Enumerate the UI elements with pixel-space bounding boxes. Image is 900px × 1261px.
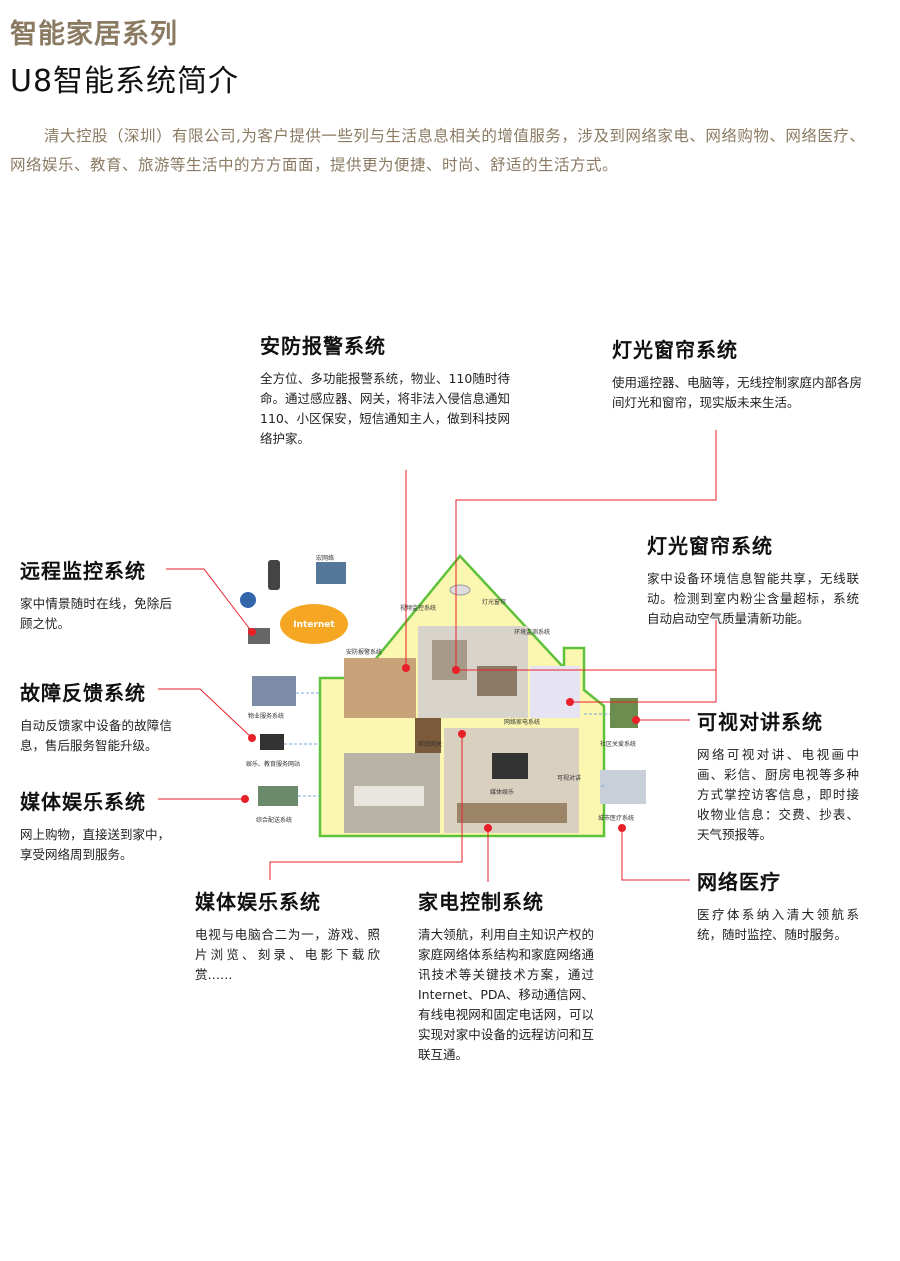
connector-dot [484,824,492,832]
diagram-label-media: 媒体娱乐 [490,788,514,796]
lighting-system-top-block: 灯光窗帘系统 使用遥控器、电脑等，无线控制家庭内部各房间灯光和窗帘，现实版未来生… [612,334,862,413]
lighting-system-mid-block: 灯光窗帘系统 家中设备环境信息智能共享，无线联动。检测到室内粉尘含量超标，系统自… [647,530,859,629]
connector-dot [248,628,256,636]
security-system-desc: 全方位、多功能报警系统，物业、110随时待命。通过感应器、网关，将非法入侵信息通… [260,371,511,446]
fault-feedback-title: 故障反馈系统 [20,681,146,705]
diagram-label-shop: 综合配送系统 [256,816,292,824]
connector-dot [452,666,460,674]
media-bottom-block: 媒体娱乐系统 电视与电脑合二为一，游戏、照片浏览、刻录、电影下载欣赏…… [195,886,380,985]
connector-dot [632,716,640,724]
intro-paragraph: 清大控股（深圳）有限公司,为客户提供一些列与生活息息相关的增值服务，涉及到网络家… [10,127,866,174]
phone-device [268,560,280,590]
photo-device [316,562,346,584]
property-photo [252,676,296,706]
medical-title: 网络医疗 [697,870,781,894]
intercom-block: 可视对讲系统 网络可视对讲、电视画中画、彩信、厨房电视等多种方式掌控访客信息，即… [697,706,859,845]
diagram-label-intercom: 可视对讲 [557,774,581,782]
room-env [530,666,580,718]
intercom-desc: 网络可视对讲、电视画中画、彩信、厨房电视等多种方式掌控访客信息，即时接收物业信息… [697,747,859,842]
connector-dot [248,734,256,742]
lighting-system-mid-desc: 家中设备环境信息智能共享，无线联动。检测到室内粉尘含量超标，系统自动启动空气质量… [647,571,859,626]
medical-desc: 医疗体系纳入清大领航系统，随时监控、随时服务。 [697,907,859,942]
remote-monitor-desc: 家中情景随时在线，免除后顾之忧。 [20,596,172,631]
lighting-system-mid-title: 灯光窗帘系统 [647,534,773,558]
appliance-control-desc: 清大领航，利用自主知识产权的家庭网络体系结构和家庭网络通讯技术等关键技术方案，通… [418,927,594,1062]
diagram-label-game: 娱乐、教育服务网站 [246,760,300,768]
intercom-title: 可视对讲系统 [697,710,823,734]
diagram-label-photo: 宏网络 [316,554,334,562]
connector-dot [566,698,574,706]
intercom-photo [610,698,638,728]
diagram-label-hospital: 城市医疗系统 [598,814,634,822]
lighting-system-top-title: 灯光窗帘系统 [612,338,738,362]
diagram-label-light: 灯光窗帘 [482,598,506,606]
media-bottom-desc: 电视与电脑合二为一，游戏、照片浏览、刻录、电影下载欣赏…… [195,927,380,982]
media-bottom-title: 媒体娱乐系统 [195,890,321,914]
media-left-title: 媒体娱乐系统 [20,790,146,814]
remote-monitor-block: 远程监控系统 家中情景随时在线，免除后顾之忧。 [20,555,172,634]
media-left-block: 媒体娱乐系统 网上购物，直接送到家中，享受网络周到服务。 [20,786,170,865]
diagram-label-gateway: 家庭网关 [418,740,442,748]
media-left-desc: 网上购物，直接送到家中，享受网络周到服务。 [20,827,171,862]
security-system-block: 安防报警系统 全方位、多功能报警系统，物业、110随时待命。通过感应器、网关，将… [260,330,510,449]
hospital-photo [600,770,646,804]
remote-monitor-title: 远程监控系统 [20,559,146,583]
diagram-label-community: 社区关爱系统 [600,740,636,748]
page-title: U8智能系统简介 [10,64,240,99]
handset-device [240,592,256,608]
security-system-title: 安防报警系统 [260,334,386,358]
smart-home-diagram: Internet 宏网络 视频监控系统 灯光窗帘 安防报警系统 环境监测系统 物… [240,554,646,838]
appliance-control-title: 家电控制系统 [418,890,544,914]
connector-dot [618,824,626,832]
lighting-system-top-desc: 使用遥控器、电脑等，无线控制家庭内部各房间灯光和窗帘，现实版未来生活。 [612,375,863,410]
diagram-label-env: 环境监测系统 [514,628,550,636]
appliance-control-block: 家电控制系统 清大领航，利用自主知识产权的家庭网络体系结构和家庭网络通讯技术等关… [418,886,594,1065]
series-title: 智能家居系列 [10,19,178,50]
diagram-label-appliance: 网络家电系统 [504,718,540,726]
diagram-label-monitor: 视频监控系统 [400,604,436,612]
connector-dot [458,730,466,738]
internet-label: Internet [293,620,335,630]
diagram-label-property: 物业服务系统 [248,712,284,720]
game-device [260,734,284,750]
connector-dot [241,795,249,803]
fault-feedback-block: 故障反馈系统 自动反馈家中设备的故障信息，售后服务智能升级。 [20,677,172,756]
fault-feedback-desc: 自动反馈家中设备的故障信息，售后服务智能升级。 [20,718,172,753]
diagram-label-security: 安防报警系统 [346,648,382,656]
medical-block: 网络医疗 医疗体系纳入清大领航系统，随时监控、随时服务。 [697,866,859,945]
internet-cloud [280,604,348,644]
connector-dot [402,664,410,672]
shop-photo [258,786,298,806]
